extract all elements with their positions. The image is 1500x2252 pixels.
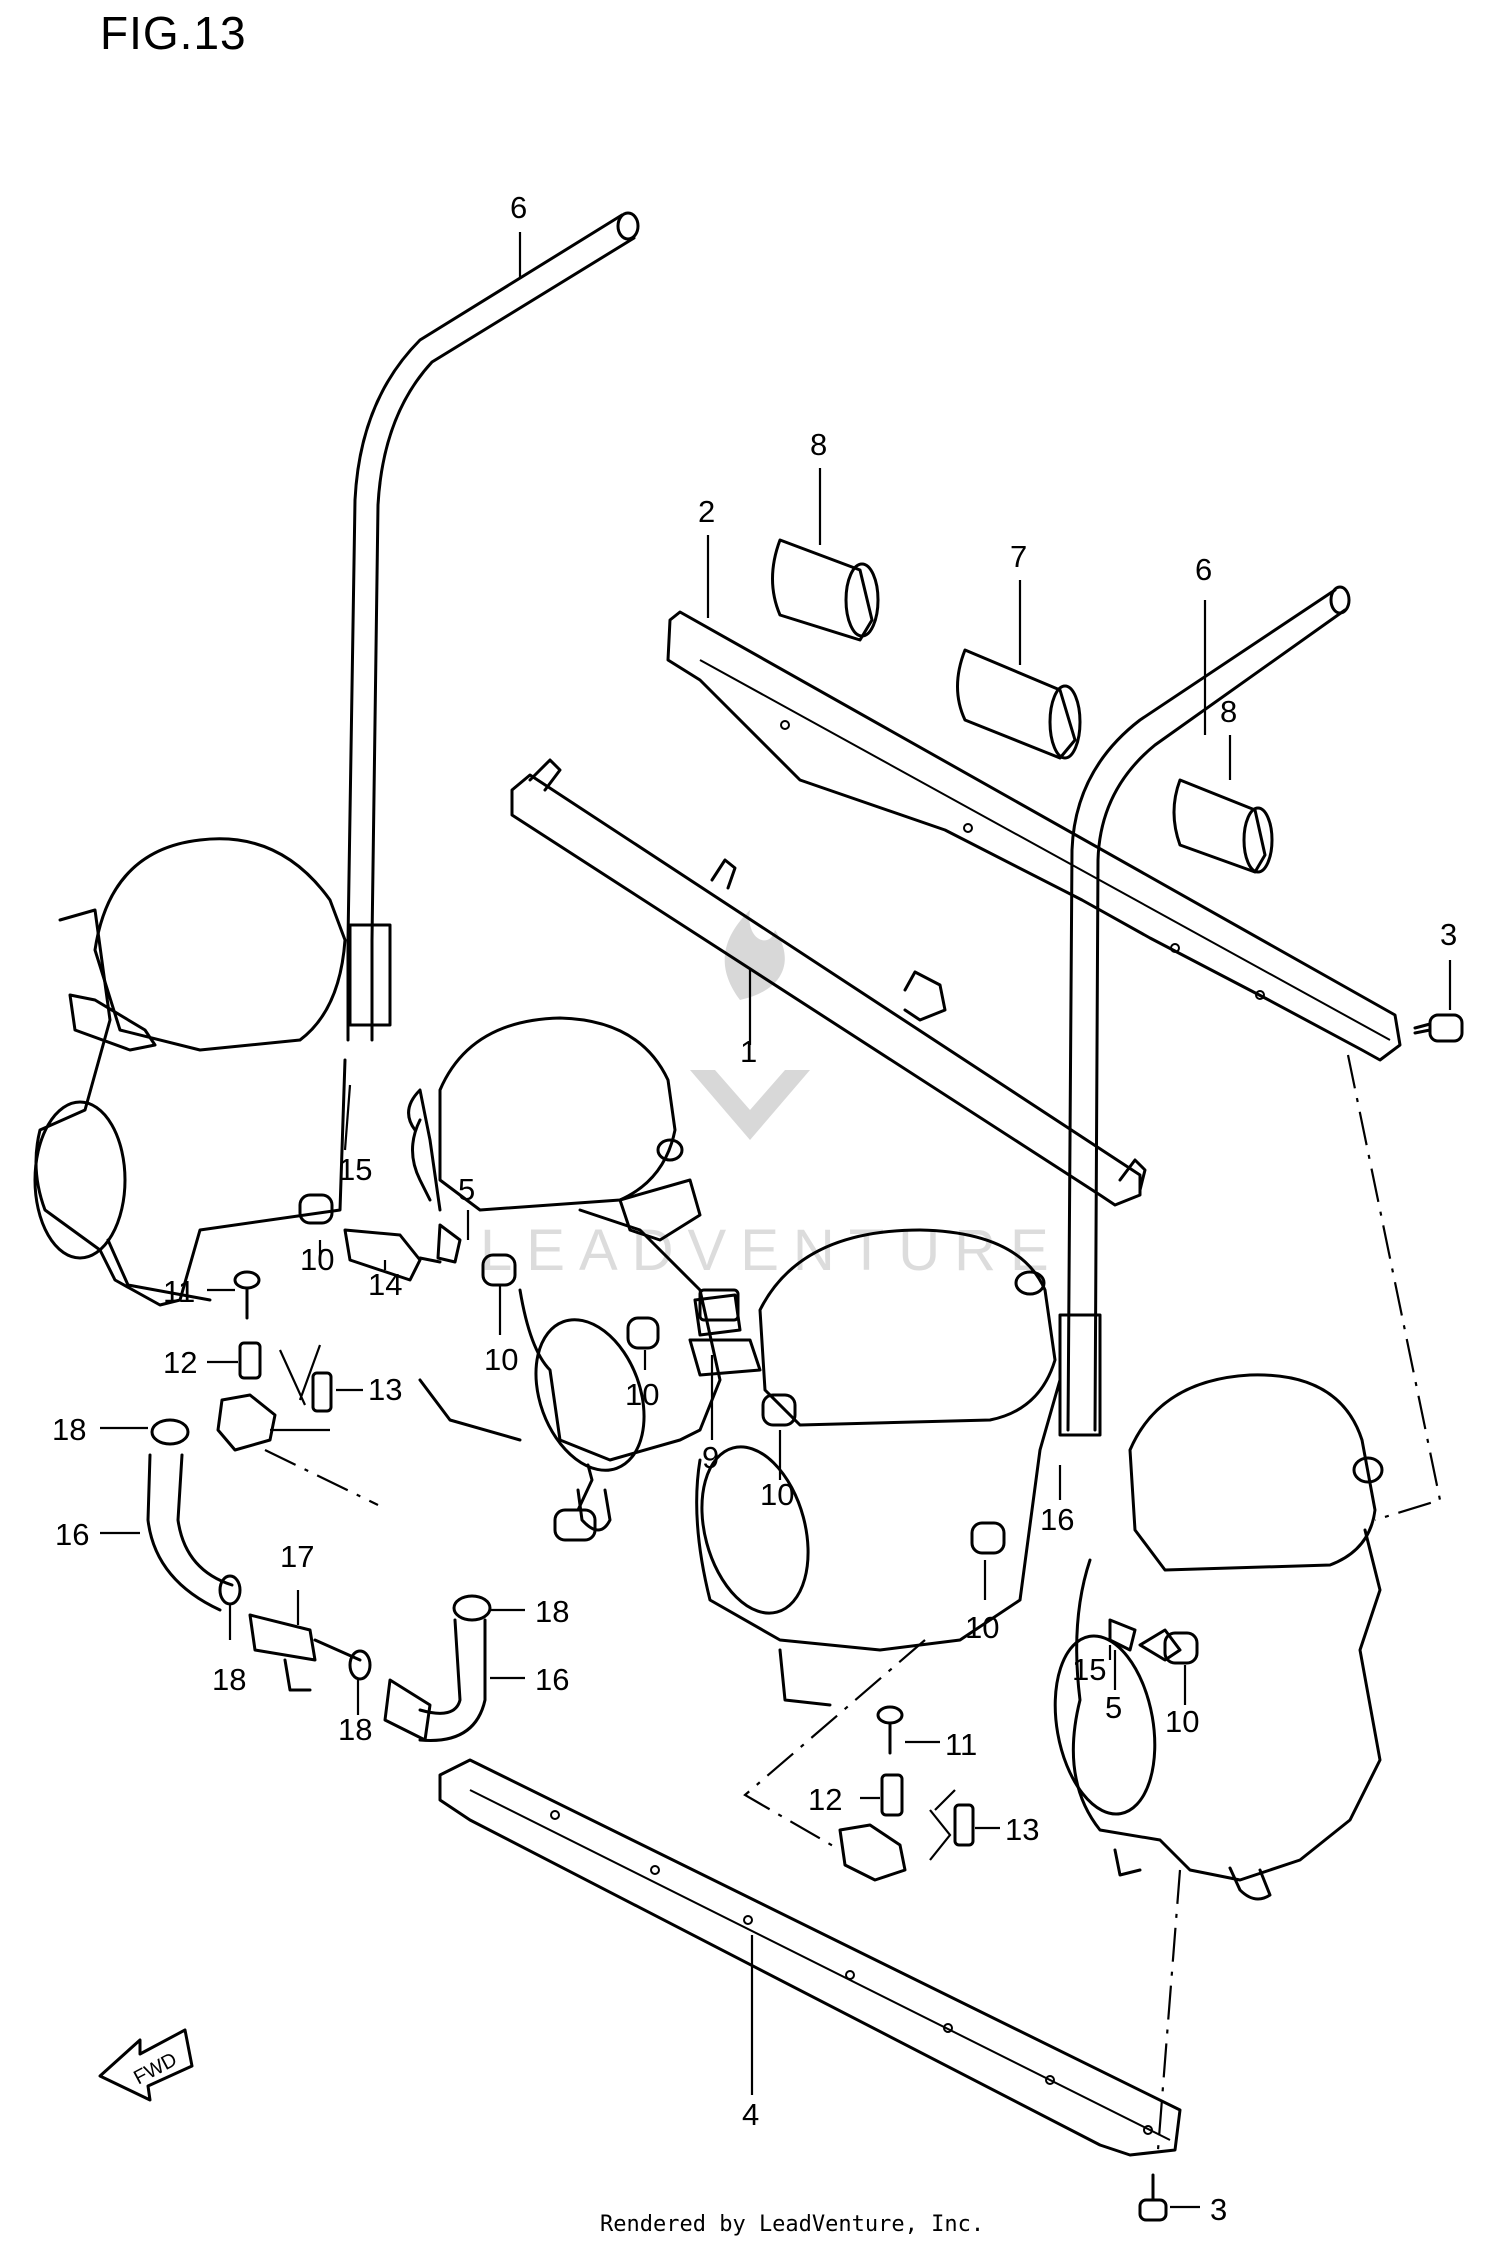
spring-12a bbox=[238, 1341, 262, 1380]
callout-15: 15 bbox=[1072, 1652, 1106, 1687]
spring-13b bbox=[953, 1803, 975, 1847]
callout-10: 10 bbox=[484, 1342, 518, 1377]
clamp-18d bbox=[348, 1649, 372, 1681]
cap-10a bbox=[298, 1193, 334, 1225]
callout-10: 10 bbox=[1165, 1704, 1199, 1739]
joint-9 bbox=[688, 1288, 762, 1377]
cap-10d bbox=[761, 1393, 797, 1427]
callout-6: 6 bbox=[1195, 552, 1212, 587]
cap-10e bbox=[970, 1521, 1006, 1555]
hose-16b bbox=[383, 1618, 487, 1742]
carburetor-3 bbox=[695, 1228, 1062, 1707]
lower-bracket-plate bbox=[438, 1758, 1182, 2157]
joint-14 bbox=[343, 1228, 442, 1282]
callout-13: 13 bbox=[368, 1372, 402, 1407]
throttle-link-a bbox=[216, 1344, 330, 1452]
callout-2: 2 bbox=[698, 494, 715, 529]
callout-1: 1 bbox=[740, 1034, 757, 1069]
callout-10: 10 bbox=[760, 1477, 794, 1512]
throttle-stop-screw bbox=[576, 1463, 594, 1512]
callout-3: 3 bbox=[1210, 2192, 1227, 2227]
callout-10: 10 bbox=[300, 1242, 334, 1277]
callout-15: 15 bbox=[338, 1152, 372, 1187]
spring-12b bbox=[880, 1773, 904, 1817]
clamp-18b bbox=[218, 1574, 242, 1606]
callout-18: 18 bbox=[338, 1712, 372, 1747]
vent-tube-left bbox=[346, 211, 640, 1042]
callout-14: 14 bbox=[368, 1267, 402, 1302]
callout-4: 4 bbox=[742, 2097, 759, 2132]
callout-17: 17 bbox=[280, 1539, 314, 1574]
callout-leaders bbox=[100, 232, 1452, 2209]
clamp-18c bbox=[452, 1594, 492, 1622]
screw-3-lower bbox=[1138, 2173, 1168, 2222]
callout-5: 5 bbox=[1105, 1690, 1122, 1725]
clip-5a bbox=[436, 1223, 462, 1264]
callout-18: 18 bbox=[52, 1412, 86, 1447]
alignment-lines bbox=[264, 1054, 1442, 2151]
screw-11b bbox=[876, 1705, 904, 1755]
cap-10f bbox=[1163, 1631, 1199, 1665]
callout-12: 12 bbox=[163, 1345, 197, 1380]
callout-16: 16 bbox=[55, 1517, 89, 1552]
figure-title: FIG.13 bbox=[100, 7, 247, 59]
footer-credit: Rendered by LeadVenture, Inc. bbox=[600, 2212, 985, 2237]
rubber-cap-a bbox=[771, 538, 880, 642]
leadventure-watermark: LEADVENTURE bbox=[480, 910, 1063, 1283]
carburetor-4 bbox=[1053, 1373, 1384, 1901]
throttle-link-b bbox=[838, 1789, 956, 1882]
carburetor-1 bbox=[33, 837, 347, 1307]
watermark-text: LEADVENTURE bbox=[480, 1218, 1063, 1283]
callout-9: 9 bbox=[702, 1440, 719, 1475]
callout-16: 16 bbox=[1040, 1502, 1074, 1537]
screw-11a bbox=[233, 1270, 261, 1320]
callout-12: 12 bbox=[808, 1782, 842, 1817]
callout-5: 5 bbox=[458, 1172, 475, 1207]
rubber-cap-7 bbox=[956, 648, 1082, 760]
carburetor-2 bbox=[407, 1016, 722, 1542]
cap-10c bbox=[626, 1316, 660, 1350]
clamp-18a bbox=[150, 1418, 190, 1446]
callout-11: 11 bbox=[945, 1727, 977, 1762]
callout-8: 8 bbox=[1220, 694, 1237, 729]
vent-tube-right bbox=[1058, 585, 1351, 1437]
callout-7: 7 bbox=[1010, 539, 1027, 574]
fitting-17 bbox=[248, 1613, 362, 1692]
long-bracket bbox=[510, 758, 1147, 1207]
callout-16: 16 bbox=[535, 1662, 569, 1697]
callout-18: 18 bbox=[535, 1594, 569, 1629]
fwd-arrow-icon: FWD bbox=[98, 2028, 194, 2102]
upper-bracket-plate bbox=[666, 610, 1402, 1062]
callout-11: 11 bbox=[163, 1274, 195, 1309]
rubber-cap-b bbox=[1172, 778, 1274, 874]
callout-18: 18 bbox=[212, 1662, 246, 1697]
callout-10: 10 bbox=[965, 1610, 999, 1645]
callout-labels: 6 8 2 7 6 8 3 1 15 5 10 14 11 10 12 13 1… bbox=[52, 190, 1457, 2227]
spring-13a bbox=[311, 1371, 333, 1413]
callout-3: 3 bbox=[1440, 917, 1457, 952]
callout-10: 10 bbox=[625, 1377, 659, 1412]
screw-3-upper bbox=[1413, 1013, 1464, 1043]
callout-6: 6 bbox=[510, 190, 527, 225]
callout-8: 8 bbox=[810, 427, 827, 462]
clip-5b bbox=[1108, 1618, 1137, 1652]
callout-13: 13 bbox=[1005, 1812, 1039, 1847]
